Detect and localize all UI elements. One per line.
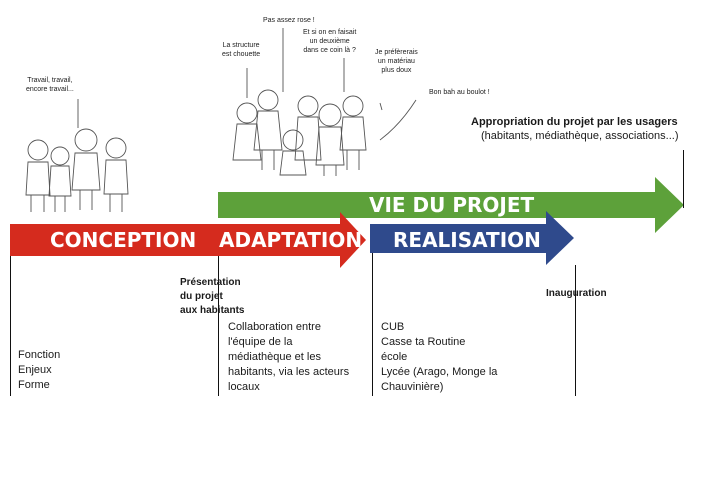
phase-adaptation-label: ADAPTATION — [219, 228, 363, 252]
conception-notes: Fonction Enjeux Forme — [18, 349, 61, 391]
adaptation-notes: Collaboration entre l'équipe de la média… — [228, 321, 350, 393]
phase-conception-label: CONCEPTION — [50, 228, 197, 252]
presentation-label: Présentation du projet aux habitants — [180, 277, 245, 316]
bubble-materiau: Je préfèrerais un matériau plus doux — [375, 49, 418, 74]
conception-arrow — [10, 212, 366, 268]
appropriation-title: Appropriation du projet par les usagers — [471, 116, 678, 128]
appropriation-subtitle: (habitants, médiathèque, associations...… — [481, 130, 679, 142]
vie-du-projet-arrow — [218, 177, 684, 233]
timeline-line-inauguration — [575, 265, 576, 396]
bubble-rose: Pas assez rose ! — [263, 17, 315, 24]
phase-realisation-label: REALISATION — [393, 228, 541, 252]
timeline-line-realisation — [372, 253, 373, 396]
timeline-line-appropriation — [683, 150, 684, 208]
timeline-line-conception — [10, 256, 11, 396]
bubble-travail: Travail, travail, encore travail... — [26, 77, 74, 93]
bubble-deuxieme: Et si on en faisait un deuxième dans ce … — [303, 29, 357, 54]
inauguration-label: Inauguration — [546, 288, 607, 299]
bubble-boulot: Bon bah au boulot ! — [429, 89, 490, 96]
realisation-arrow — [370, 211, 574, 265]
realisation-notes: CUB Casse ta Routine école Lycée (Arago,… — [381, 321, 498, 393]
phase-vie-label: VIE DU PROJET — [369, 193, 535, 217]
bubble-structure: La structure est chouette — [222, 42, 261, 58]
timeline-line-adaptation — [218, 256, 219, 396]
